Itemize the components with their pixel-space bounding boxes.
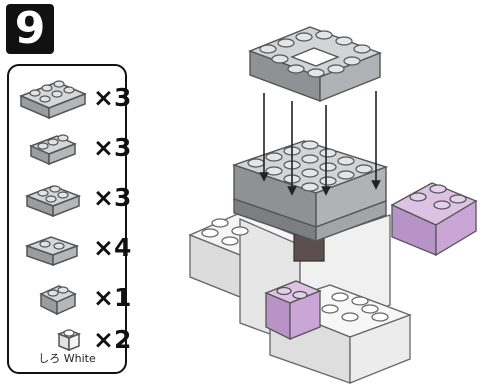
- part-row: ×3: [9, 126, 129, 170]
- gray-ring-layer: [250, 27, 380, 101]
- part-quantity: ×3: [93, 178, 131, 218]
- pink-leg: [266, 281, 320, 339]
- gray-brick-1x1-long-icon: [17, 276, 89, 320]
- part-row: ×4: [9, 226, 129, 270]
- pink-arm-right: [392, 183, 476, 255]
- parts-list-panel: ×3 ×3 ×3: [7, 64, 127, 374]
- part-row: ×3: [9, 176, 129, 220]
- part-quantity: ×1: [93, 278, 131, 318]
- step-number: 9: [6, 4, 54, 54]
- assembly-illustration: [180, 5, 480, 389]
- gray-brick-2x3-icon: [17, 76, 89, 120]
- gray-brick-1x2-icon: [17, 226, 89, 270]
- part-quantity: ×4: [93, 228, 131, 268]
- color-label: しろ White: [9, 352, 125, 366]
- gray-brick-1x3-icon: [17, 126, 89, 170]
- part-quantity: ×3: [93, 78, 131, 118]
- part-row: ×1: [9, 276, 129, 320]
- gray-brick-2x2-icon: [17, 176, 89, 220]
- part-quantity: ×3: [93, 128, 131, 168]
- part-row: ×3: [9, 76, 129, 120]
